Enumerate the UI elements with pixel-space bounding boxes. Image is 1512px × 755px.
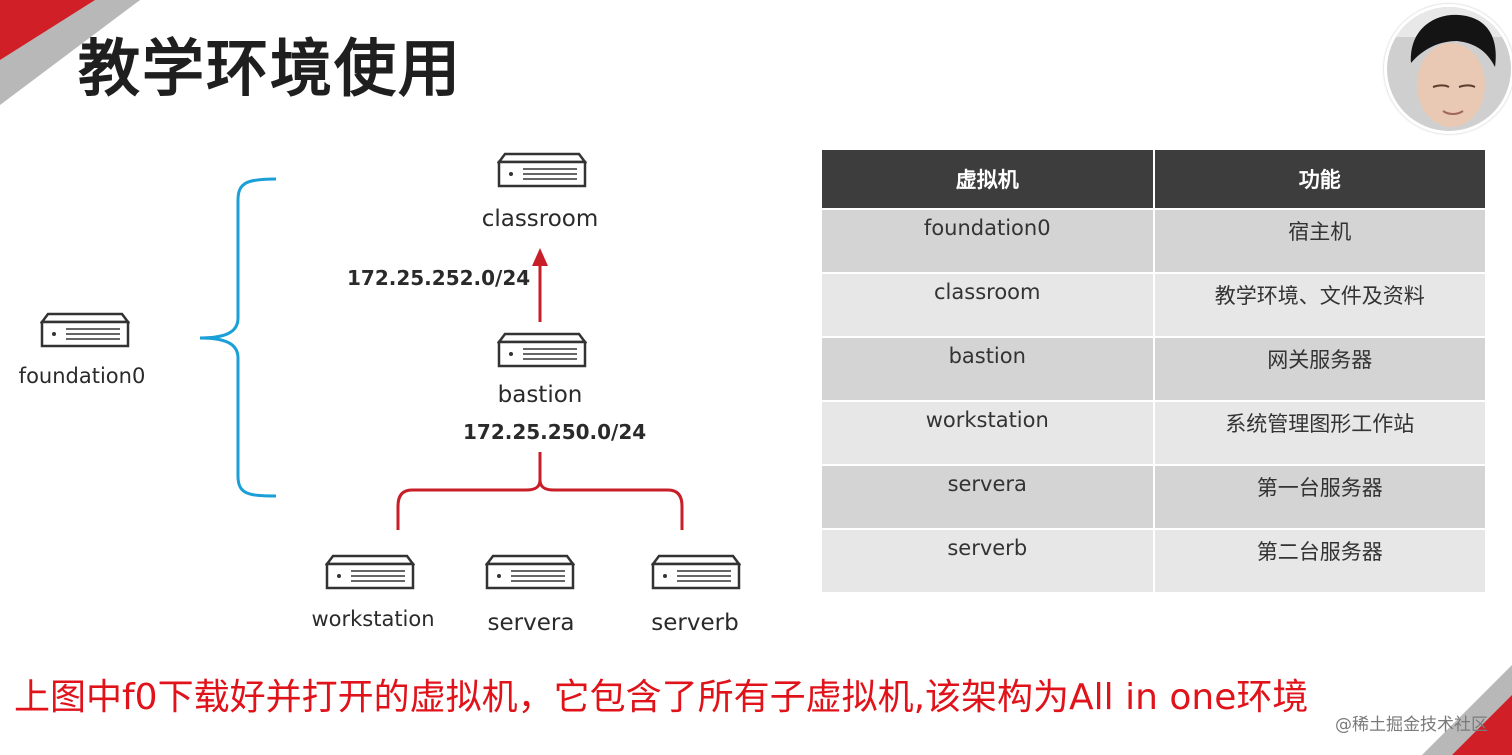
server-icon (497, 332, 587, 368)
slide-title: 教学环境使用 (78, 32, 463, 105)
vm-function-table: 虚拟机 功能 foundation0 宿主机 classroom 教学环境、文件… (820, 148, 1487, 594)
table-cell-function: 系统管理图形工作站 (1152, 400, 1487, 466)
table-cell-vm: serverb (820, 528, 1155, 594)
table-cell-vm: foundation0 (820, 208, 1155, 274)
subnet-label-lower: 172.25.250.0/24 (463, 420, 647, 444)
node-label-bastion: bastion (497, 382, 583, 408)
corner-decoration-bottom-right (1422, 665, 1512, 755)
node-label-workstation: workstation (311, 607, 435, 631)
topology-connectors (199, 177, 684, 530)
corner-decoration-top-left (0, 0, 140, 105)
server-icon (651, 554, 741, 590)
node-label-serverb: serverb (651, 610, 739, 636)
presenter-webcam (1384, 4, 1512, 134)
table-row: servera 第一台服务器 (820, 464, 1487, 530)
server-icon (40, 312, 130, 348)
table-cell-function: 教学环境、文件及资料 (1152, 272, 1487, 338)
node-label-classroom: classroom (481, 206, 599, 232)
table-cell-vm: classroom (820, 272, 1155, 338)
server-icon (325, 554, 415, 590)
table-header-row: 虚拟机 功能 (820, 148, 1487, 210)
uplink-arrowhead (532, 248, 548, 266)
server-icon (497, 152, 587, 188)
table-row: bastion 网关服务器 (820, 336, 1487, 402)
column-header-function: 功能 (1152, 148, 1487, 210)
table-row: foundation0 宿主机 (820, 208, 1487, 274)
brace-line (199, 177, 277, 498)
node-label-foundation0: foundation0 (18, 364, 146, 388)
table-row: serverb 第二台服务器 (820, 528, 1487, 594)
column-header-vm: 虚拟机 (820, 148, 1155, 210)
table-row: classroom 教学环境、文件及资料 (820, 272, 1487, 338)
table-cell-vm: servera (820, 464, 1155, 530)
table-cell-function: 宿主机 (1152, 208, 1487, 274)
subnet-label-upper: 172.25.252.0/24 (347, 266, 531, 290)
slide-caption: 上图中f0下载好并打开的虚拟机，它包含了所有子虚拟机,该架构为All in on… (14, 677, 1309, 718)
server-icon (485, 554, 575, 590)
downlink-brace (396, 452, 684, 530)
table-cell-vm: workstation (820, 400, 1155, 466)
watermark-text: @稀土掘金技术社区 (1335, 715, 1488, 735)
table-cell-function: 第一台服务器 (1152, 464, 1487, 530)
table-cell-vm: bastion (820, 336, 1155, 402)
presenter-avatar-icon (1387, 7, 1511, 131)
table-row: workstation 系统管理图形工作站 (820, 400, 1487, 466)
table-cell-function: 第二台服务器 (1152, 528, 1487, 594)
table-cell-function: 网关服务器 (1152, 336, 1487, 402)
node-label-servera: servera (487, 610, 575, 636)
